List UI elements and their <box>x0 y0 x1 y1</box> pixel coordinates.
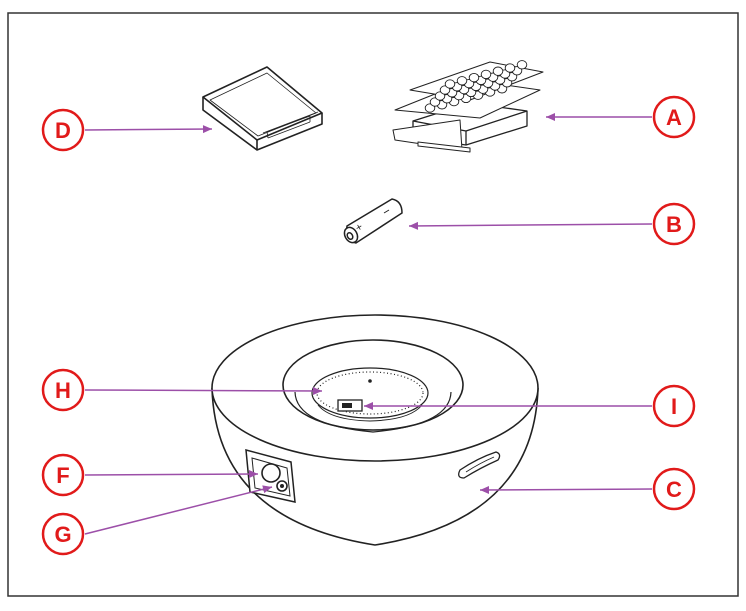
callout-i: I <box>652 384 696 428</box>
battery-drawing: + <box>343 198 403 244</box>
callout-letter: D <box>55 118 71 143</box>
leader-arrow-f <box>248 470 258 479</box>
callout-f: F <box>41 453 85 497</box>
diagram-border <box>7 12 739 597</box>
callout-a: A <box>652 95 696 139</box>
leader-arrow-g <box>262 485 272 494</box>
leader-line-g <box>84 486 273 535</box>
leader-arrow-b <box>409 221 419 230</box>
lava-rock <box>492 66 504 76</box>
leader-arrow-i <box>364 402 373 410</box>
lava-rock <box>516 60 528 70</box>
leader-arrow-c <box>480 485 490 494</box>
lava-rock <box>456 76 468 86</box>
callout-g: G <box>41 512 85 556</box>
lava-rock <box>468 72 480 83</box>
callout-letter: H <box>55 378 71 403</box>
callout-circle <box>652 95 696 139</box>
fire-bowl-drawing <box>211 314 539 546</box>
callout-circle <box>652 467 696 511</box>
callout-h: H <box>41 368 85 412</box>
callout-circle <box>41 368 85 412</box>
leader-arrow-a <box>546 113 555 121</box>
cover-lid-drawing <box>202 66 323 151</box>
callout-letter: I <box>671 394 677 419</box>
callout-b: B <box>652 202 696 246</box>
callout-letter: A <box>666 105 682 130</box>
callout-letter: G <box>54 522 71 547</box>
leader-line-c <box>479 488 653 491</box>
lava-rock <box>444 79 456 89</box>
callout-circle <box>652 202 696 246</box>
leader-arrow-h <box>312 386 322 395</box>
callout-letter: C <box>666 477 682 502</box>
leader-line-d <box>84 128 213 131</box>
leader-arrow-d <box>202 125 212 134</box>
leader-line-f <box>84 473 259 476</box>
callout-circle <box>41 108 85 152</box>
lava-rock <box>480 69 492 80</box>
lava-rocks <box>424 60 528 113</box>
leader-line-h <box>84 389 323 392</box>
leader-line-b <box>408 223 653 227</box>
leader-lines <box>84 113 653 535</box>
callout-circle <box>41 453 85 497</box>
callout-letter: F <box>56 463 69 488</box>
callout-d: D <box>41 108 85 152</box>
callout-circle <box>652 384 696 428</box>
lava-rock <box>504 63 516 73</box>
battery-plus-sign: + <box>354 221 366 235</box>
callout-labels: A B C D F G H I <box>41 95 696 556</box>
lava-rock-box-drawing <box>392 60 544 153</box>
callout-circle <box>41 512 85 556</box>
callout-c: C <box>652 467 696 511</box>
callout-letter: B <box>666 212 682 237</box>
